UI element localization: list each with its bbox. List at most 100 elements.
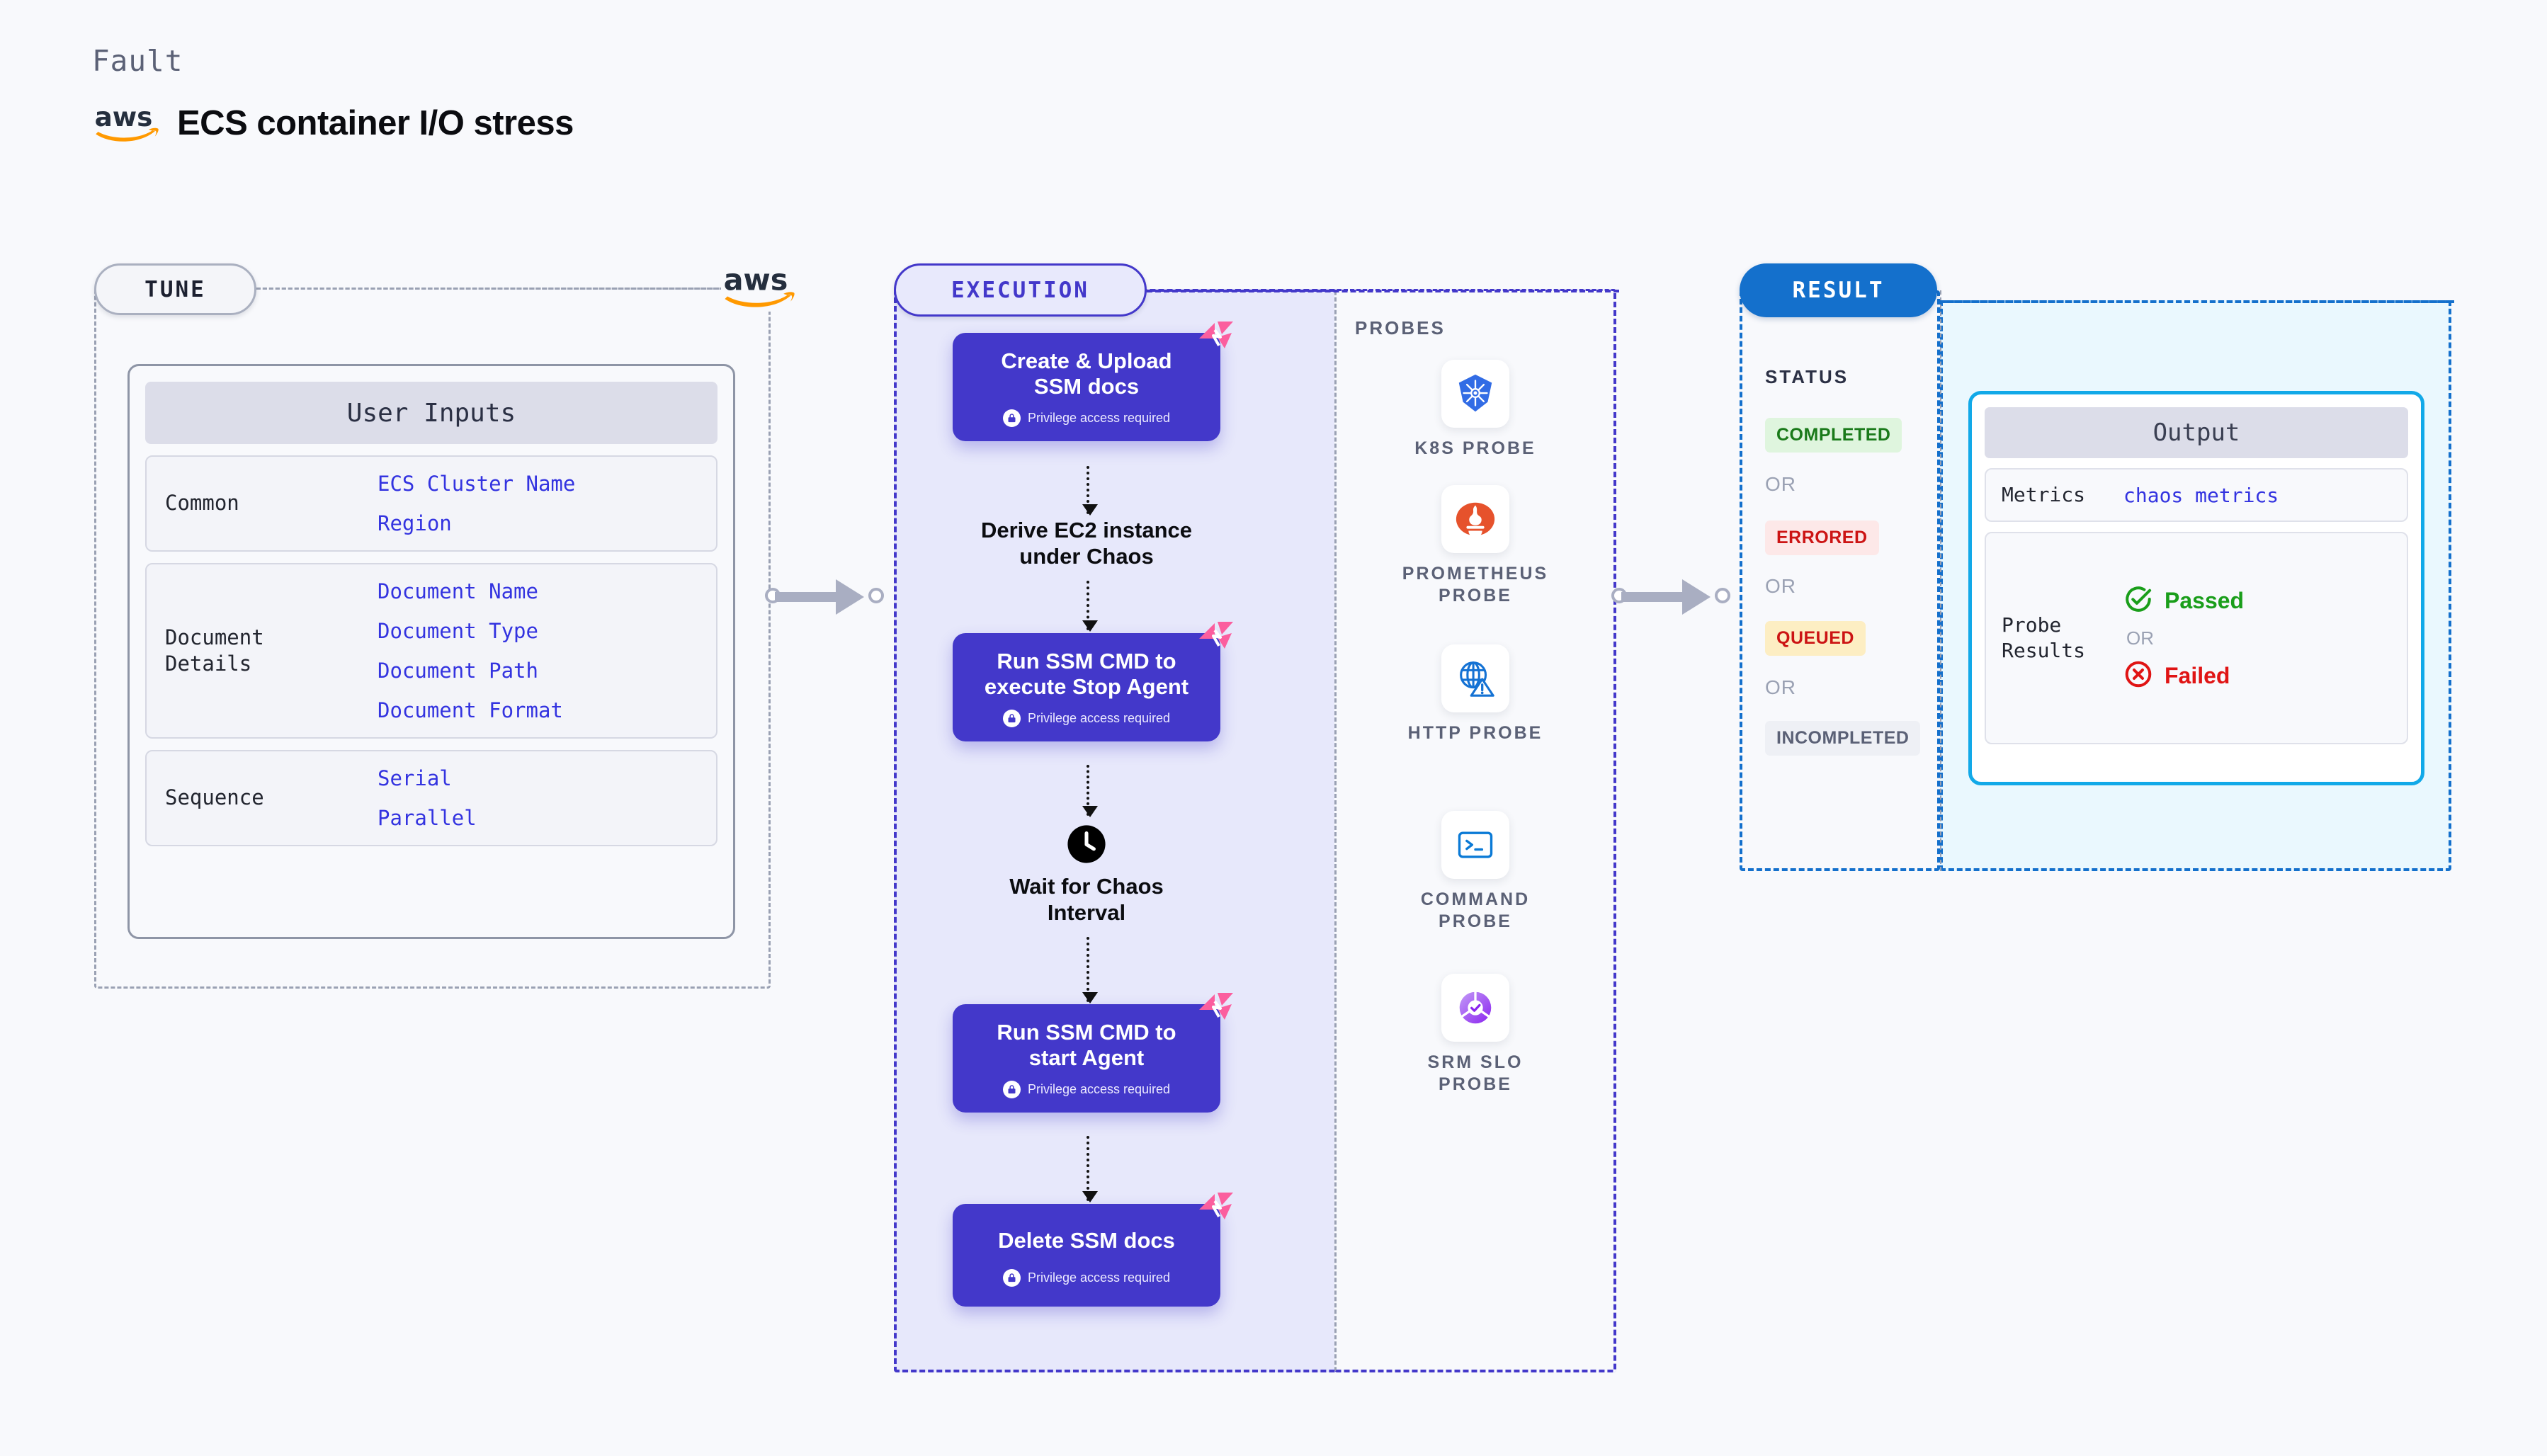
execution-connector-line (1147, 290, 1619, 292)
output-probe-results-label: Probe Results (2002, 613, 2086, 662)
probe-result-passed: Passed (2123, 584, 2244, 618)
litmus-chaos-icon (1199, 322, 1233, 348)
execution-step-title: Run SSM CMD to start Agent (997, 1020, 1176, 1070)
terminal-icon (1441, 811, 1509, 879)
execution-pill-label[interactable]: EXECUTION (894, 263, 1147, 317)
status-badge-incompleted: INCOMPLETED (1765, 721, 1921, 756)
execution-step-title: Run SSM CMD to execute Stop Agent (984, 649, 1189, 699)
svg-text:aws: aws (95, 102, 153, 132)
execution-step-run-ssm-start-agent[interactable]: Run SSM CMD to start Agent Privilege acc… (953, 993, 1233, 1113)
tune-connector-line (256, 288, 724, 290)
probe-result-failed-text: Failed (2165, 662, 2230, 688)
input-row-values: ECS Cluster Name Region (378, 472, 575, 535)
output-card: Output Metrics chaos metrics Probe Resul… (1968, 391, 2424, 785)
execution-flow: Create & Upload SSM docs Privilege acces… (894, 289, 1334, 1372)
user-inputs-header: User Inputs (145, 382, 717, 444)
http-globe-warning-icon (1441, 644, 1509, 712)
input-value[interactable]: Document Name (378, 579, 538, 603)
output-metrics-value[interactable]: chaos metrics (2123, 483, 2279, 507)
output-row-metrics: Metrics chaos metrics (1985, 468, 2408, 522)
privilege-note: Privilege access required (964, 409, 1209, 427)
probe-label: PROMETHEUS PROBE (1402, 564, 1549, 606)
prometheus-icon (1441, 485, 1509, 553)
probe-label: HTTP PROBE (1407, 723, 1543, 743)
input-row-document-details: Document Details Document Name Document … (145, 563, 717, 739)
connector-bar (1621, 592, 1701, 602)
privilege-note: Privilege access required (964, 1268, 1209, 1287)
execution-step-title: Delete SSM docs (998, 1228, 1175, 1253)
probe-command[interactable]: COMMAND PROBE (1334, 811, 1616, 933)
input-value[interactable]: Serial (378, 766, 452, 790)
execution-step-run-ssm-stop-agent[interactable]: Run SSM CMD to execute Stop Agent Privil… (953, 622, 1233, 741)
clock-icon (1066, 824, 1107, 865)
probe-result-failed: Failed (2123, 659, 2244, 693)
output-header: Output (1985, 407, 2408, 458)
privilege-note-text: Privilege access required (1027, 1081, 1171, 1096)
status-or: OR (1765, 676, 1796, 698)
flow-arrow (1082, 1136, 1098, 1202)
probe-result-passed-text: Passed (2165, 587, 2245, 613)
status-badge-completed: COMPLETED (1765, 418, 1902, 453)
input-value[interactable]: Document Type (378, 619, 538, 643)
probes-title: PROBES (1355, 317, 1446, 339)
input-row-label: Sequence (165, 785, 264, 810)
connector-execution-to-result (1611, 574, 1746, 616)
probe-label: SRM SLO PROBE (1427, 1052, 1524, 1095)
execution-step-wait-for-chaos-interval: Wait for Chaos Interval (1009, 874, 1164, 926)
flow-arrow (1082, 765, 1098, 817)
aws-logo: aws (92, 101, 161, 144)
litmus-chaos-icon (1199, 1193, 1233, 1219)
flow-arrow (1082, 581, 1098, 632)
connector-arrowhead (836, 579, 864, 615)
input-value[interactable]: Parallel (378, 806, 477, 830)
probe-results-values: Passed OR Failed (2123, 584, 2244, 693)
user-inputs-card: User Inputs Common ECS Cluster Name Regi… (127, 364, 735, 939)
probe-prometheus[interactable]: PROMETHEUS PROBE (1334, 485, 1616, 608)
input-row-values: Serial Parallel (378, 766, 477, 830)
input-row-common: Common ECS Cluster Name Region (145, 455, 717, 552)
input-value[interactable]: Region (378, 511, 452, 535)
probe-label: COMMAND PROBE (1420, 889, 1531, 932)
privilege-note: Privilege access required (964, 1080, 1209, 1098)
input-row-label: Common (165, 491, 239, 516)
status-or: OR (1765, 473, 1796, 495)
output-row-probe-results: Probe Results Passed OR Failed (1985, 532, 2408, 744)
probe-srm-slo[interactable]: SRM SLO PROBE (1334, 974, 1616, 1096)
execution-step-derive-ec2-instance: Derive EC2 instance under Chaos (980, 518, 1193, 569)
fault-kicker: Fault (92, 44, 183, 78)
connector-dot (1715, 588, 1730, 603)
input-row-label: Document Details (165, 625, 264, 676)
execution-step-delete-ssm-docs[interactable]: Delete SSM docs Privilege access require… (953, 1193, 1233, 1307)
lock-icon (1002, 1268, 1021, 1287)
input-value[interactable]: Document Path (378, 659, 538, 683)
probe-result-or: OR (2126, 627, 2154, 649)
lock-icon (1002, 709, 1021, 727)
probe-k8s[interactable]: K8S PROBE (1334, 360, 1616, 460)
status-badge-queued: QUEUED (1765, 621, 1866, 656)
execution-step-create-upload-ssm-docs[interactable]: Create & Upload SSM docs Privilege acces… (953, 322, 1233, 441)
input-value[interactable]: Document Format (378, 698, 563, 722)
connector-arrowhead (1682, 579, 1711, 615)
probe-label: K8S PROBE (1414, 438, 1536, 458)
probe-http[interactable]: HTTP PROBE (1334, 644, 1616, 744)
status-or: OR (1765, 575, 1796, 597)
connector-tune-to-execution (765, 574, 900, 616)
aws-logo-icon: aws (721, 262, 798, 312)
privilege-note-text: Privilege access required (1027, 410, 1171, 425)
srm-slo-icon (1441, 974, 1509, 1042)
input-value[interactable]: ECS Cluster Name (378, 472, 576, 496)
check-circle-icon (2123, 584, 2153, 618)
result-panel-divider (1940, 290, 1941, 871)
connector-dot (868, 588, 884, 603)
connector-bar (775, 592, 854, 602)
result-pill-label[interactable]: RESULT (1740, 263, 1937, 317)
output-metrics-label: Metrics (2002, 482, 2086, 506)
input-row-sequence: Sequence Serial Parallel (145, 750, 717, 846)
flow-arrow (1082, 937, 1098, 1003)
svg-text:aws: aws (724, 263, 788, 297)
execution-step-title: Create & Upload SSM docs (1001, 348, 1172, 399)
tune-pill-label[interactable]: TUNE (94, 263, 256, 315)
flow-arrow (1082, 466, 1098, 516)
privilege-note: Privilege access required (964, 709, 1209, 727)
page-title: ECS container I/O stress (177, 104, 574, 142)
